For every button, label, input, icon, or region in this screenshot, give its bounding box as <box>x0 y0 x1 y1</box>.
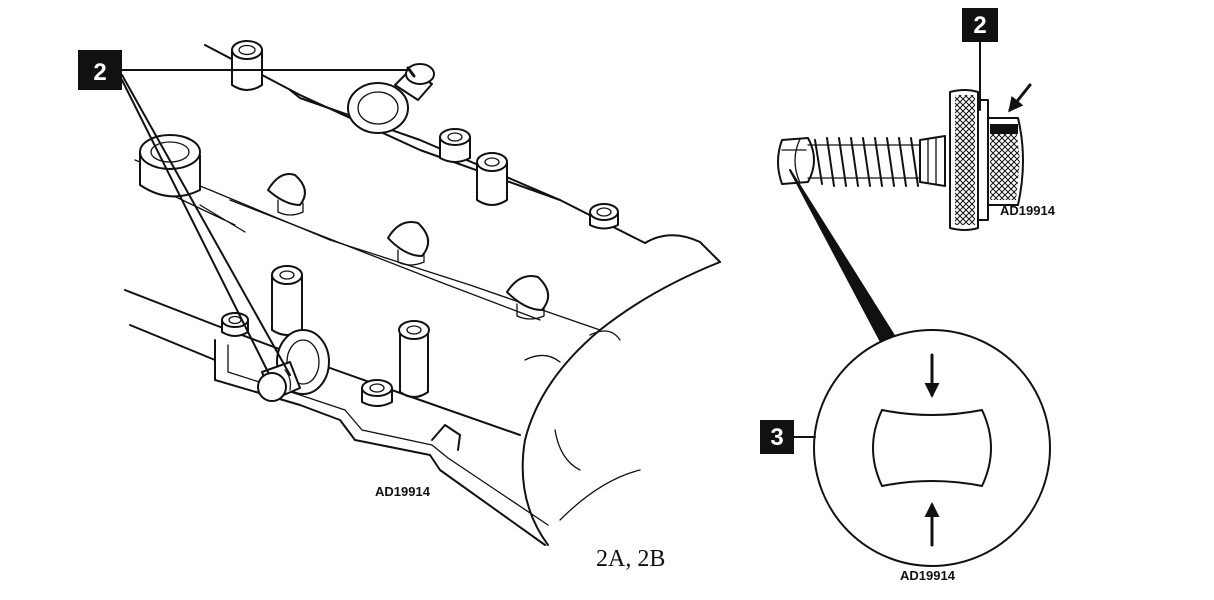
cam-cover-illustration <box>124 40 721 546</box>
figure-code-right: AD19914 <box>1000 203 1056 218</box>
callout-2-right: 2 <box>962 8 998 111</box>
figure-code-left: AD19914 <box>375 484 431 499</box>
callout-number: 2 <box>973 12 986 39</box>
tensioner-illustration <box>777 83 1032 231</box>
callout-number: 2 <box>93 59 106 86</box>
callout-3: 3 <box>760 420 816 454</box>
figure-caption: 2A, 2B <box>596 546 665 572</box>
detail-view <box>813 329 1051 567</box>
callout-2-left: 2 <box>78 50 411 376</box>
figure-code-detail: AD19914 <box>900 568 956 583</box>
callout-number: 3 <box>770 424 783 451</box>
